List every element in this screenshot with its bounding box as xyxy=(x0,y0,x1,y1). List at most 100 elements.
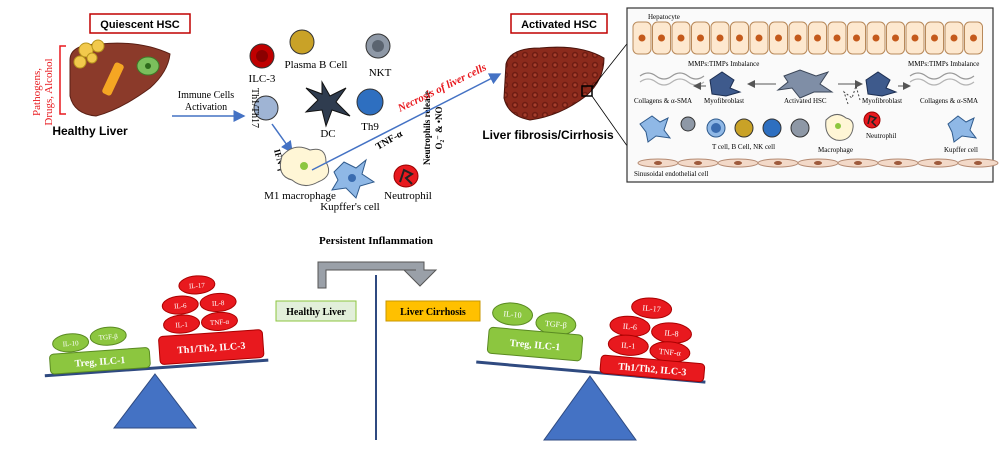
ilc3-label: ILC-3 xyxy=(249,73,276,85)
neutrophil-release-line-2: O₂⁻ & •NO xyxy=(434,106,444,149)
collagen-fibers-right xyxy=(909,72,975,80)
immune-cell-small xyxy=(680,116,696,132)
myofibroblast-right-label: Myofibroblast xyxy=(862,97,902,105)
collagen-fibers-right xyxy=(909,78,975,86)
persistent-inflammation-label: Persistent Inflammation xyxy=(319,235,433,247)
left-green-cytokine-1 xyxy=(52,333,90,353)
sinusoidal-nucleus xyxy=(774,161,782,165)
myofibroblast-left-cell xyxy=(709,71,742,97)
hepatocyte-nucleus xyxy=(716,34,724,42)
hepatocyte-nucleus xyxy=(872,34,880,42)
healthy-liver-box-label: Healthy Liver xyxy=(286,307,346,318)
neutrophil-label: Neutrophil xyxy=(384,190,432,202)
activated-title: Activated HSC xyxy=(521,19,597,31)
right-red-cytokine-5-label: TNF-α xyxy=(659,347,682,358)
activated-hsc-cell xyxy=(776,69,834,99)
kupffer-panel-label: Kupffer cell xyxy=(944,146,978,154)
th1-th17-cell xyxy=(253,95,279,121)
macrophage-nucleus xyxy=(835,123,841,129)
cirrhosis-box xyxy=(385,300,481,322)
myofibroblast-right-cell xyxy=(865,71,898,97)
immune-arrow-label-2: Activation xyxy=(185,102,227,113)
macrophage-activation-dotted xyxy=(843,84,861,105)
immune-cells-section: ILC-3 Plasma B Cell NKT Th1/Th17 DC Th9 … xyxy=(249,29,502,213)
left-green-cytokine-1-label: IL-10 xyxy=(62,339,79,348)
hepatocyte-row xyxy=(632,21,983,55)
hepatocyte-nucleus xyxy=(892,34,899,42)
macrophage-label: Macrophage xyxy=(818,146,853,154)
sinusoidal-label: Sinusoidal endothelial cell xyxy=(634,170,708,178)
sinusoidal-nucleus xyxy=(854,161,862,165)
zoom-line-top xyxy=(591,39,631,89)
liver-vessel xyxy=(102,62,124,96)
hepatocyte-nucleus xyxy=(736,34,743,42)
sinusoidal-nucleus xyxy=(734,161,742,165)
hepatocyte-nucleus xyxy=(931,34,938,42)
immune-arrow-label-1: Immune Cells xyxy=(178,90,234,101)
sinusoidal-nucleus xyxy=(934,161,942,165)
hepatocyte-nucleus xyxy=(677,34,685,42)
th9-label: Th9 xyxy=(361,121,379,133)
left-green-base-label: Treg, ILC-1 xyxy=(74,355,125,370)
left-red-cytokine-3 xyxy=(199,292,237,313)
collagen-right-label: Collagens & α-SMA xyxy=(920,97,978,105)
hepatocyte-nucleus xyxy=(658,34,665,42)
activated-section: Activated HSC Liver fibrosis/Cirrhosis xyxy=(482,13,631,151)
hepatocyte-nucleus xyxy=(853,34,860,42)
activated-title-box xyxy=(510,13,608,34)
healthy-liver-box xyxy=(275,300,357,322)
quiescent-hsc-nucleus xyxy=(145,63,151,69)
left-green-cytokine-2-label: TGF-β xyxy=(98,333,118,342)
cirrhosis-box-label: Liver Cirrhosis xyxy=(400,307,466,318)
nkt-nucleus xyxy=(372,40,384,52)
right-green-cytokine-1-label: IL-10 xyxy=(503,309,522,320)
left-red-base-label: Th1/Th2, ILC-3 xyxy=(177,341,246,357)
right-red-cytokine-4 xyxy=(607,334,649,356)
left-scale: IL-10 TGF-β Treg, ILC-1 IL-17 IL-6 IL-8 … xyxy=(44,275,269,378)
th1-th17-label: Th1/Th17 xyxy=(249,88,260,128)
left-red-cytokine-5-label: TNF-α xyxy=(210,318,230,327)
quiescent-title: Quiescent HSC xyxy=(100,19,180,31)
collagen-left-label: Collagens & α-SMA xyxy=(634,97,692,105)
detail-neutrophil-label: Neutrophil xyxy=(866,132,896,140)
left-red-base xyxy=(158,329,265,365)
right-red-cytokine-1 xyxy=(631,297,673,319)
causes-bracket xyxy=(59,45,66,115)
left-red-cytokine-2-label: IL-6 xyxy=(174,302,187,311)
right-scale: IL-10 TGF-β Treg, ILC-1 IL-17 IL-6 IL-8 … xyxy=(476,297,706,384)
right-green-cytokine-2-label: TGF-β xyxy=(545,319,568,330)
zoom-box xyxy=(581,85,593,97)
nk-cell-gray xyxy=(790,118,810,138)
right-red-cytokine-2-label: IL-6 xyxy=(622,322,637,332)
left-red-cytokine-4-label: IL-1 xyxy=(175,321,188,330)
hepatocyte-nucleus xyxy=(970,34,977,42)
quiescent-section: Quiescent HSC Pathogens, Drugs, Alcohol … xyxy=(31,13,246,138)
zoom-line-bottom xyxy=(591,95,631,151)
m1-label: M1 macrophage xyxy=(264,190,336,202)
quiescent-title-box xyxy=(89,13,191,34)
left-green-cytokine-2 xyxy=(89,326,127,346)
left-red-cytokine-2 xyxy=(161,295,199,315)
right-green-base xyxy=(486,326,584,362)
sinusoidal-nucleus xyxy=(974,161,982,165)
left-red-cytokine-5 xyxy=(200,311,238,331)
detail-panel: Hepatocyte MMPs:TIMPs Imbalance MMPs:TIM… xyxy=(626,7,999,183)
nkt-label: NKT xyxy=(369,67,392,79)
fat-droplet xyxy=(86,52,98,64)
hepatocyte-nucleus xyxy=(833,34,841,42)
m1-nucleus xyxy=(300,162,308,170)
mmp-left-label: MMPs:TIMPs Imbalance xyxy=(688,60,759,68)
right-green-cytokine-1 xyxy=(492,302,534,326)
hepatocyte-nucleus xyxy=(775,34,782,42)
t-cell-nucleus xyxy=(711,123,721,133)
fibrosis-label: Liver fibrosis/Cirrhosis xyxy=(482,128,614,142)
sinusoidal-row xyxy=(637,158,999,168)
hepatocyte-nucleus xyxy=(638,34,646,42)
hepatocyte-label: Hepatocyte xyxy=(648,13,680,21)
myofibroblast-left-label: Myofibroblast xyxy=(704,97,744,105)
sinusoidal-nucleus xyxy=(694,161,702,165)
balance-section: Persistent Inflammation Healthy Liver Li… xyxy=(44,235,706,441)
neutrophil-cell xyxy=(393,164,419,188)
nk-cell xyxy=(762,118,782,138)
t-b-nk-label: T cell, B Cell, NK cell xyxy=(712,143,775,151)
